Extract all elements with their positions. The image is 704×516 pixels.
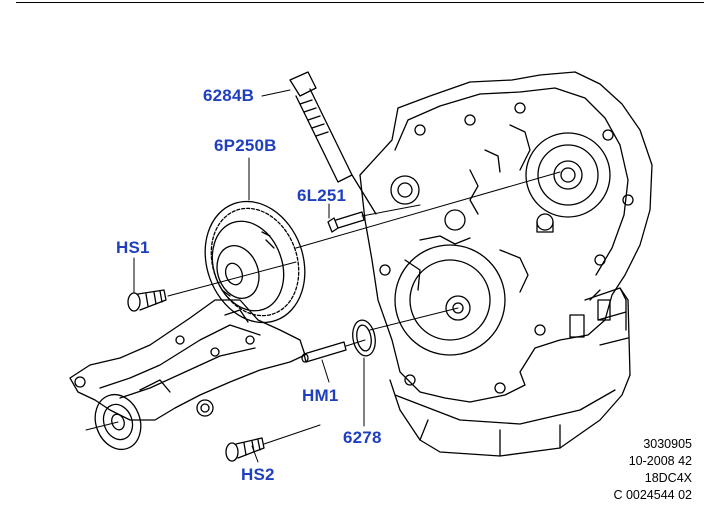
reference-line: C 0024544 02: [613, 488, 692, 502]
bolt-HS2-drawing: [225, 437, 265, 462]
callout-6P250B: 6P250B: [214, 136, 277, 155]
callout-6278: 6278: [343, 428, 382, 447]
damper-pulley-drawing: [204, 200, 306, 324]
callout-HS1: HS1: [116, 238, 150, 257]
engine-block-drawing: [359, 71, 653, 457]
bolt-6284B-drawing: [289, 71, 377, 215]
alignment-lines: [85, 171, 561, 445]
bolt-6L251-drawing: [327, 211, 365, 233]
bolt-HS1-drawing: [127, 289, 167, 312]
callout-6284B: 6284B: [203, 86, 255, 105]
reference-line: 18DC4X: [644, 471, 692, 485]
callout-HM1: HM1: [302, 386, 339, 405]
callout-6L251: 6L251: [297, 186, 347, 205]
reference-block: 3030905 10-2008 42 18DC4X C 0024544 02: [613, 436, 692, 504]
seal-6278-drawing: [352, 319, 376, 357]
timing-cover-bracket-drawing: [69, 299, 306, 451]
leader-lines: [133, 89, 365, 463]
reference-line: 10-2008 42: [628, 454, 692, 468]
reference-line: 3030905: [643, 437, 692, 451]
top-border-line: [16, 2, 704, 3]
callout-HS2: HS2: [241, 465, 275, 484]
pin-HM1-drawing: [301, 341, 347, 363]
